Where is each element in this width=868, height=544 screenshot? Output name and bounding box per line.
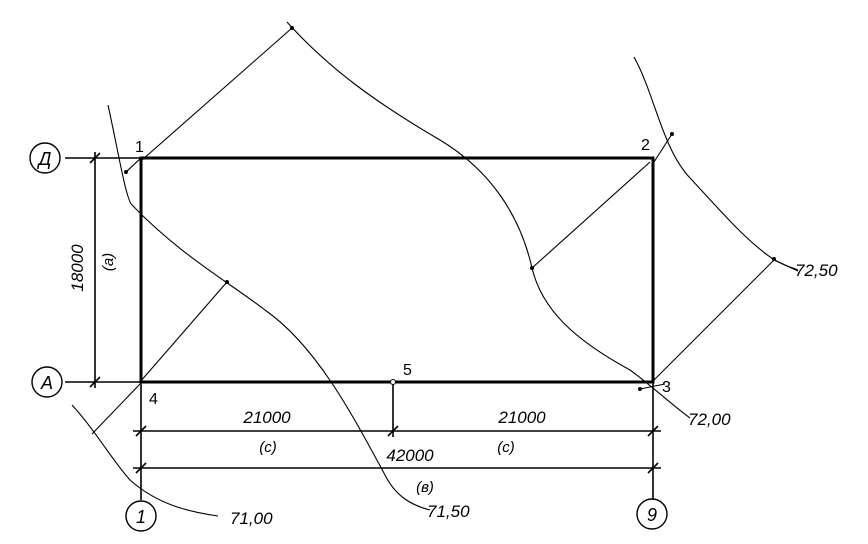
- dim-text-vertical: 18000: [68, 244, 87, 292]
- dim-tick-total-right: [647, 462, 659, 474]
- dim-tick-total-left: [135, 462, 147, 474]
- corner-label-5: 5: [403, 362, 412, 379]
- measure-points: [124, 26, 776, 391]
- axis-bubble-top: [29, 142, 61, 174]
- contour-label-72-00: 72,00: [688, 410, 731, 429]
- measure-line-corner-4b: [91, 383, 141, 435]
- corner-label-3: 3: [662, 379, 671, 396]
- building-outline: [139, 156, 655, 384]
- dim-text-half-right: 21000: [497, 408, 546, 427]
- dim-tick-halves-mid: [387, 425, 399, 437]
- dim-tick-halves-right: [647, 425, 659, 437]
- dim-tag-vertical: (а): [100, 253, 117, 271]
- contour-line-72-50: [633, 56, 799, 271]
- contour-line-71-00: [71, 404, 219, 517]
- dim-text-total: 42000: [386, 446, 434, 465]
- axis-bubble-bottom: [31, 366, 63, 398]
- measure-line-corner-1: [141, 27, 293, 161]
- axis-bubble-right: [636, 498, 668, 530]
- leader-72-50: [773, 259, 799, 272]
- measure-line-corner-1b: [125, 156, 143, 173]
- dim-tick-halves-left: [135, 425, 147, 437]
- axis-label-left: 1: [136, 507, 146, 527]
- dim-tick-vertical-bottom: [89, 376, 101, 388]
- measure-line-corner-3b: [653, 133, 673, 163]
- dim-text-half-left: 21000: [242, 408, 291, 427]
- contour-line-71-50: [107, 104, 431, 511]
- measure-line-corner-2: [531, 161, 651, 269]
- dim-tag-half-right: (с): [497, 439, 515, 456]
- measure-line-corner-3: [653, 259, 775, 381]
- axis-bubble-left: [125, 500, 157, 532]
- contour-line-72-00: [286, 21, 691, 419]
- axis-label-bottom: А: [40, 373, 53, 393]
- corner-label-4: 4: [149, 391, 158, 408]
- measure-line-corner-4: [139, 281, 228, 383]
- dim-tick-vertical-top: [89, 152, 101, 164]
- corner-label-2: 2: [641, 137, 650, 154]
- dim-tag-total: (в): [416, 479, 434, 496]
- contour-label-71-50: 71,50: [427, 502, 470, 521]
- dim-tag-half-left: (с): [259, 439, 277, 456]
- contour-label-72-50: 72,50: [795, 261, 838, 280]
- axis-label-top: Д: [37, 149, 52, 169]
- midpoint-point-5: [390, 379, 396, 385]
- contour-label-71-00: 71,00: [230, 509, 273, 528]
- axis-label-right: 9: [647, 505, 657, 525]
- corner-label-1: 1: [135, 139, 144, 156]
